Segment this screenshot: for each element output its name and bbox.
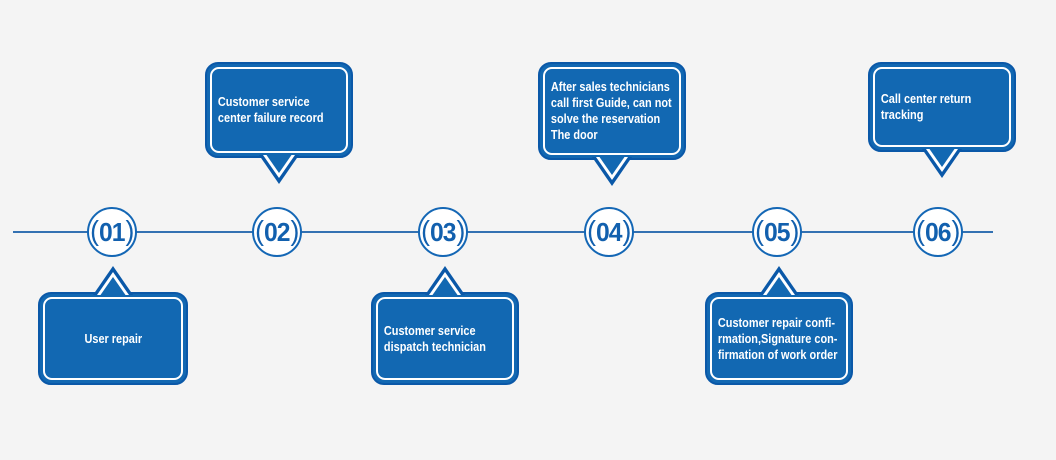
bubble-tail-down-4 — [589, 157, 635, 187]
step-number-1: 01 — [90, 218, 133, 246]
step-number-5: 05 — [755, 218, 798, 246]
callout-bubble-1: User repair — [38, 266, 188, 385]
step-number-6: 06 — [916, 218, 959, 246]
step-circle-1: 01 — [87, 207, 137, 257]
bubble-tail-down-2 — [256, 155, 302, 185]
callout-text-6: Call center return tracking — [880, 91, 972, 122]
callout-text-1: User repair — [84, 330, 142, 346]
bubble-tail-up-1 — [90, 265, 136, 295]
callout-bubble-2: Customer service center failure record — [205, 62, 353, 184]
callout-text-4: After sales technicians call first Guide… — [550, 79, 672, 142]
callout-bubble-5: Customer repair confi- rmation,Signature… — [705, 266, 853, 385]
step-circle-5: 05 — [752, 207, 802, 257]
bubble-tail-down-6 — [919, 149, 965, 179]
callout-bubble-3: Customer service dispatch technician — [371, 266, 519, 385]
callout-text-2: Customer service center failure record — [217, 94, 324, 125]
step-number-2: 02 — [255, 218, 298, 246]
timeline-line — [13, 231, 993, 233]
step-circle-3: 03 — [418, 207, 468, 257]
bubble-tail-up-3 — [422, 265, 468, 295]
callout-bubble-6: Call center return tracking — [868, 62, 1016, 178]
step-circle-2: 02 — [252, 207, 302, 257]
callout-bubble-4: After sales technicians call first Guide… — [538, 62, 686, 186]
callout-text-3: Customer service dispatch technician — [383, 322, 486, 354]
callout-text-5: Customer repair confi- rmation,Signature… — [717, 314, 838, 362]
step-number-4: 04 — [587, 218, 630, 246]
bubble-tail-up-5 — [756, 265, 802, 295]
step-circle-4: 04 — [584, 207, 634, 257]
step-circle-6: 06 — [913, 207, 963, 257]
step-number-3: 03 — [421, 218, 464, 246]
